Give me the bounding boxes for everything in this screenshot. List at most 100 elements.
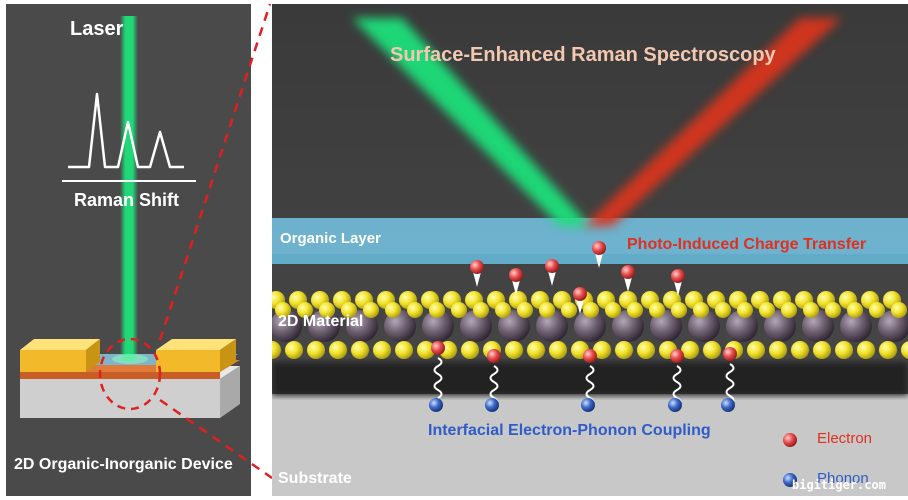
zoom-line-bottom: [159, 398, 273, 480]
metal-atom: [650, 310, 682, 342]
sulfur-atom: [285, 341, 303, 359]
metal-atom: [422, 310, 454, 342]
sulfur-atom: [417, 341, 435, 359]
metal-atom: [460, 310, 492, 342]
sulfur-atom: [505, 341, 523, 359]
scattered-raman-beam: [584, 18, 842, 226]
sulfur-atom: [879, 341, 897, 359]
phonon-particle: [485, 398, 499, 412]
phonon-particle: [721, 398, 735, 412]
laser-beam: [120, 16, 138, 361]
coupling-wave: [433, 357, 443, 399]
raman-spectrum-curve: [68, 92, 184, 169]
transfer-pointer: [595, 253, 603, 268]
phonon-particle: [581, 398, 595, 412]
material-label: 2D Material: [278, 313, 364, 330]
sulfur-atom: [649, 302, 665, 318]
raman-shift-label: Raman Shift: [74, 190, 180, 210]
transfer-pointer: [473, 272, 481, 287]
metal-atom: [574, 310, 606, 342]
device-label: 2D Organic-Inorganic Device: [14, 456, 233, 473]
coupling-wave: [725, 363, 735, 405]
right-electrode-front: [156, 350, 220, 372]
organic-layer-label: Organic Layer: [280, 230, 381, 247]
sulfur-atom: [395, 341, 413, 359]
sulfur-atom: [681, 341, 699, 359]
orange-layer-front: [20, 372, 220, 379]
transfer-electron: [592, 241, 606, 255]
sulfur-atom: [869, 302, 885, 318]
transfer-electron: [573, 287, 587, 301]
sulfur-atom: [901, 341, 908, 359]
sulfur-atom: [495, 302, 511, 318]
device-panel: Laser Raman Shift 2D Organic-Inorganic D…: [6, 4, 251, 496]
legend-phonon-icon: [783, 473, 797, 487]
electron-particle: [723, 347, 737, 361]
left-electrode-top: [20, 339, 100, 350]
sulfur-atom: [769, 341, 787, 359]
coupling-label: Interfacial Electron-Phonon Coupling: [428, 422, 711, 439]
metal-atom: [536, 310, 568, 342]
metal-atom: [612, 310, 644, 342]
sulfur-atom: [561, 302, 577, 318]
sulfur-atom: [715, 302, 731, 318]
legend-phonon-label: Phonon: [817, 470, 869, 487]
sulfur-atom: [759, 302, 775, 318]
sulfur-atom: [373, 341, 391, 359]
legend-electron-label: Electron: [817, 430, 873, 447]
charge-transfer-group: [470, 241, 685, 314]
transfer-pointer: [576, 299, 584, 314]
metal-atom: [878, 310, 908, 342]
sulfur-atom: [517, 302, 533, 318]
zoom-line-top: [158, 3, 272, 341]
sulfur-atom: [737, 302, 753, 318]
electron-particle: [487, 349, 501, 363]
incident-laser-beam: [352, 18, 590, 226]
sulfur-atom: [747, 341, 765, 359]
sulfur-atom: [549, 341, 567, 359]
electron-particle: [431, 341, 445, 355]
left-electrode-front: [20, 350, 86, 372]
sulfur-atom: [351, 341, 369, 359]
transfer-pointer: [624, 277, 632, 292]
sulfur-atom: [307, 341, 325, 359]
laser-label: Laser: [70, 18, 124, 40]
zoom-circle: [98, 337, 162, 411]
sulfur-atom: [429, 302, 445, 318]
sulfur-atom: [825, 302, 841, 318]
sulfur-atom: [605, 302, 621, 318]
sulfur-atom: [385, 302, 401, 318]
metal-atom: [764, 310, 796, 342]
electron-particle: [670, 349, 684, 363]
right-electrode-top: [156, 339, 236, 350]
sers-illustration: [272, 4, 908, 496]
phonon-particle: [668, 398, 682, 412]
sulfur-atom: [319, 302, 335, 318]
sers-title: Surface-Enhanced Raman Spectroscopy: [390, 44, 776, 66]
coupling-wave: [489, 365, 499, 407]
legend-electron-icon: [783, 433, 797, 447]
transfer-electron: [671, 269, 685, 283]
metal-atom: [498, 310, 530, 342]
coupling-wave: [672, 365, 682, 407]
transfer-electron: [509, 268, 523, 282]
sulfur-atom: [461, 341, 479, 359]
sulfur-atom: [473, 302, 489, 318]
substrate-front: [20, 379, 220, 418]
sulfur-atom: [329, 341, 347, 359]
sulfur-atom: [527, 341, 545, 359]
metal-atom: [346, 310, 378, 342]
electron-particle: [583, 349, 597, 363]
substrate-side: [220, 366, 240, 418]
charge-transfer-label: Photo-Induced Charge Transfer: [627, 236, 867, 253]
sulfur-atom: [847, 302, 863, 318]
metal-atom: [272, 310, 302, 342]
sulfur-atom: [297, 302, 313, 318]
sulfur-atom: [593, 341, 611, 359]
coupling-group: [429, 341, 737, 412]
metal-atom: [688, 310, 720, 342]
transfer-electron: [545, 259, 559, 273]
sulfur-atom: [891, 302, 907, 318]
organic-layer-edge: [272, 254, 908, 264]
